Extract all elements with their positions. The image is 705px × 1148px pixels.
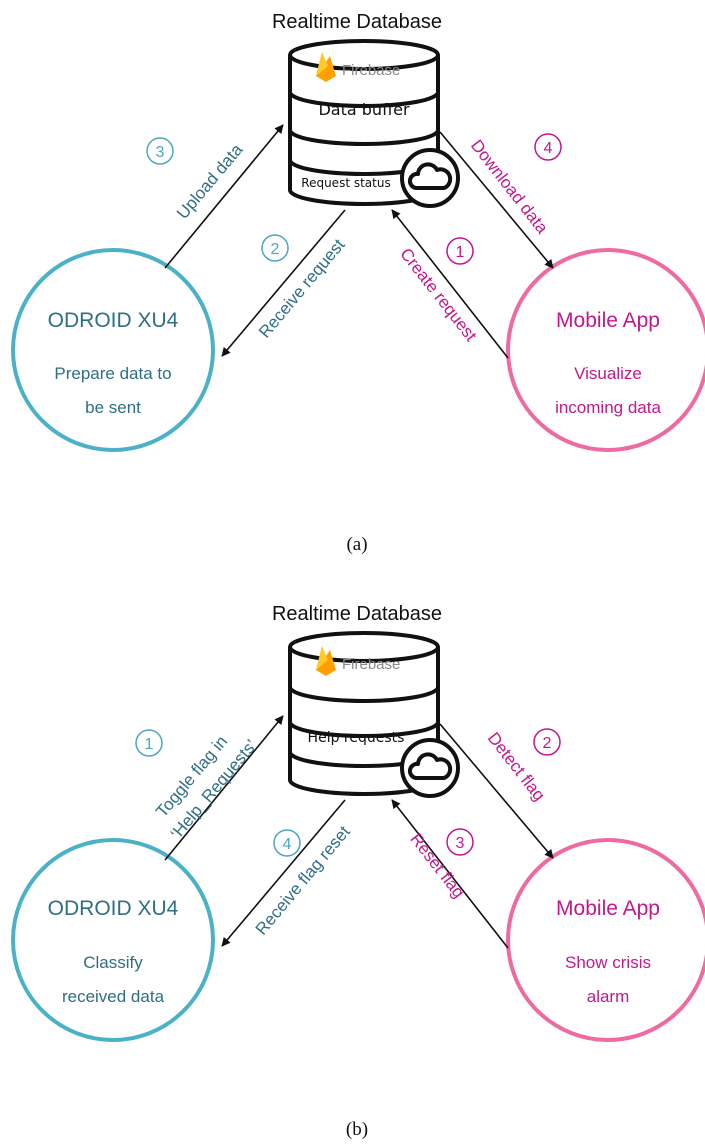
db-row-help-requests: Help requests xyxy=(308,730,405,746)
step-number: 3 xyxy=(156,144,165,161)
step-badge: 2 xyxy=(261,234,289,262)
mobile-app-node xyxy=(506,248,705,452)
edge-detect-flag xyxy=(439,723,554,859)
step-number: 4 xyxy=(544,140,553,157)
edge-receive-flag-reset xyxy=(221,799,346,947)
db-row-request-status: Request status xyxy=(301,176,390,190)
odroid-node-line1: Prepare data to xyxy=(54,364,171,383)
step-badge: 1 xyxy=(446,237,474,265)
edge-upload-data xyxy=(164,124,284,269)
odroid-node-line2: received data xyxy=(62,987,165,1006)
step-badge: 3 xyxy=(146,137,174,165)
step-badge: 4 xyxy=(273,829,301,857)
mobile-app-node-title: Mobile App xyxy=(556,897,660,920)
step-badge: 1 xyxy=(135,729,163,757)
db-brand-label: Firebase xyxy=(342,656,400,673)
mobile-app-node-line1: Visualize xyxy=(574,364,642,383)
mobile-app-node-line2: alarm xyxy=(587,987,630,1006)
edge-create-request xyxy=(391,209,509,359)
step-number: 2 xyxy=(543,735,552,752)
cloud-icon xyxy=(400,738,460,798)
db-brand-label: Firebase xyxy=(342,62,400,79)
panel-a: Realtime Database Firebase Data buffer R… xyxy=(11,11,705,555)
db-row-data-buffer: Data buffer xyxy=(318,100,409,119)
database-icon xyxy=(288,39,440,206)
edge-create-label: Create request xyxy=(396,244,480,345)
step-number: 3 xyxy=(456,835,465,852)
odroid-node-line2: be sent xyxy=(85,398,141,417)
step-number: 1 xyxy=(145,736,154,753)
edge-receive-request xyxy=(221,209,346,357)
edge-detect-label: Detect flag xyxy=(484,729,549,805)
odroid-node xyxy=(11,248,215,452)
edge-receive-reset-label: Receive flag reset xyxy=(252,822,354,939)
step-number: 2 xyxy=(271,241,280,258)
cloud-icon xyxy=(400,148,460,208)
mobile-app-node-line1: Show crisis xyxy=(565,953,651,972)
edge-toggle-flag xyxy=(164,715,284,861)
odroid-node xyxy=(11,838,215,1042)
step-badge: 2 xyxy=(533,728,561,756)
edge-download-label: Download data xyxy=(467,136,552,237)
firebase-icon xyxy=(316,646,336,676)
mobile-app-node xyxy=(506,838,705,1042)
odroid-node-title: ODROID XU4 xyxy=(48,309,179,332)
panel-a-title: Realtime Database xyxy=(272,11,442,33)
odroid-node-title: ODROID XU4 xyxy=(48,897,179,920)
step-number: 4 xyxy=(283,836,292,853)
panel-b-caption: (b) xyxy=(346,1119,368,1140)
step-number: 1 xyxy=(456,244,465,261)
step-badge: 4 xyxy=(534,133,562,161)
database-icon xyxy=(288,631,440,796)
mobile-app-node-title: Mobile App xyxy=(556,309,660,332)
edge-download-data xyxy=(439,131,554,269)
mobile-app-node-line2: incoming data xyxy=(555,398,661,417)
edge-receive-label: Receive request xyxy=(255,235,349,342)
odroid-node-line1: Classify xyxy=(83,953,143,972)
step-badge: 3 xyxy=(446,828,474,856)
panel-b: Realtime Database Firebase Help requests… xyxy=(11,603,705,1140)
firebase-icon xyxy=(316,52,336,82)
panel-a-caption: (a) xyxy=(346,534,367,555)
edge-reset-flag xyxy=(391,799,509,949)
panel-b-title: Realtime Database xyxy=(272,603,442,625)
